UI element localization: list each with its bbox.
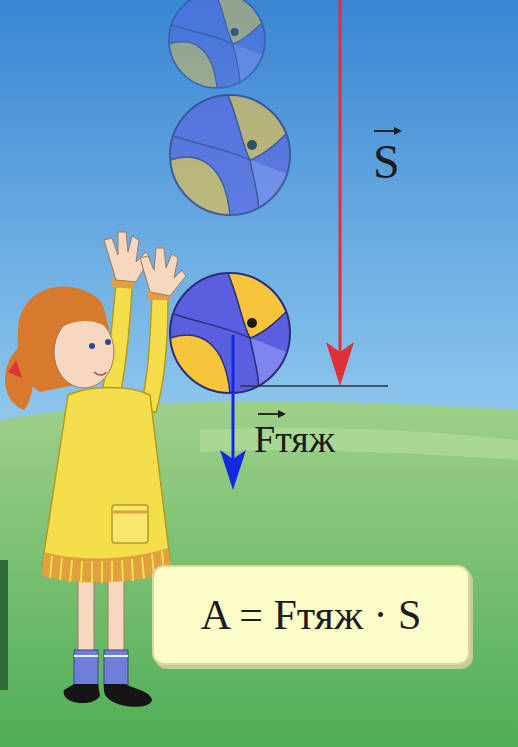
gravity-arrow <box>220 335 246 490</box>
ball-faded <box>170 95 290 215</box>
vector-mark <box>374 127 402 135</box>
force-label: Fтяж <box>254 420 335 458</box>
formula-box: A = Fтяж · S <box>152 565 470 665</box>
displacement-arrow <box>240 0 388 386</box>
displacement-label: S <box>373 138 400 186</box>
edge-strip <box>0 560 8 690</box>
formula-text: A = Fтяж · S <box>201 592 422 638</box>
hill-highlight <box>200 428 518 460</box>
ball-faded <box>169 0 265 88</box>
vector-mark <box>258 410 286 418</box>
ball <box>170 273 290 393</box>
